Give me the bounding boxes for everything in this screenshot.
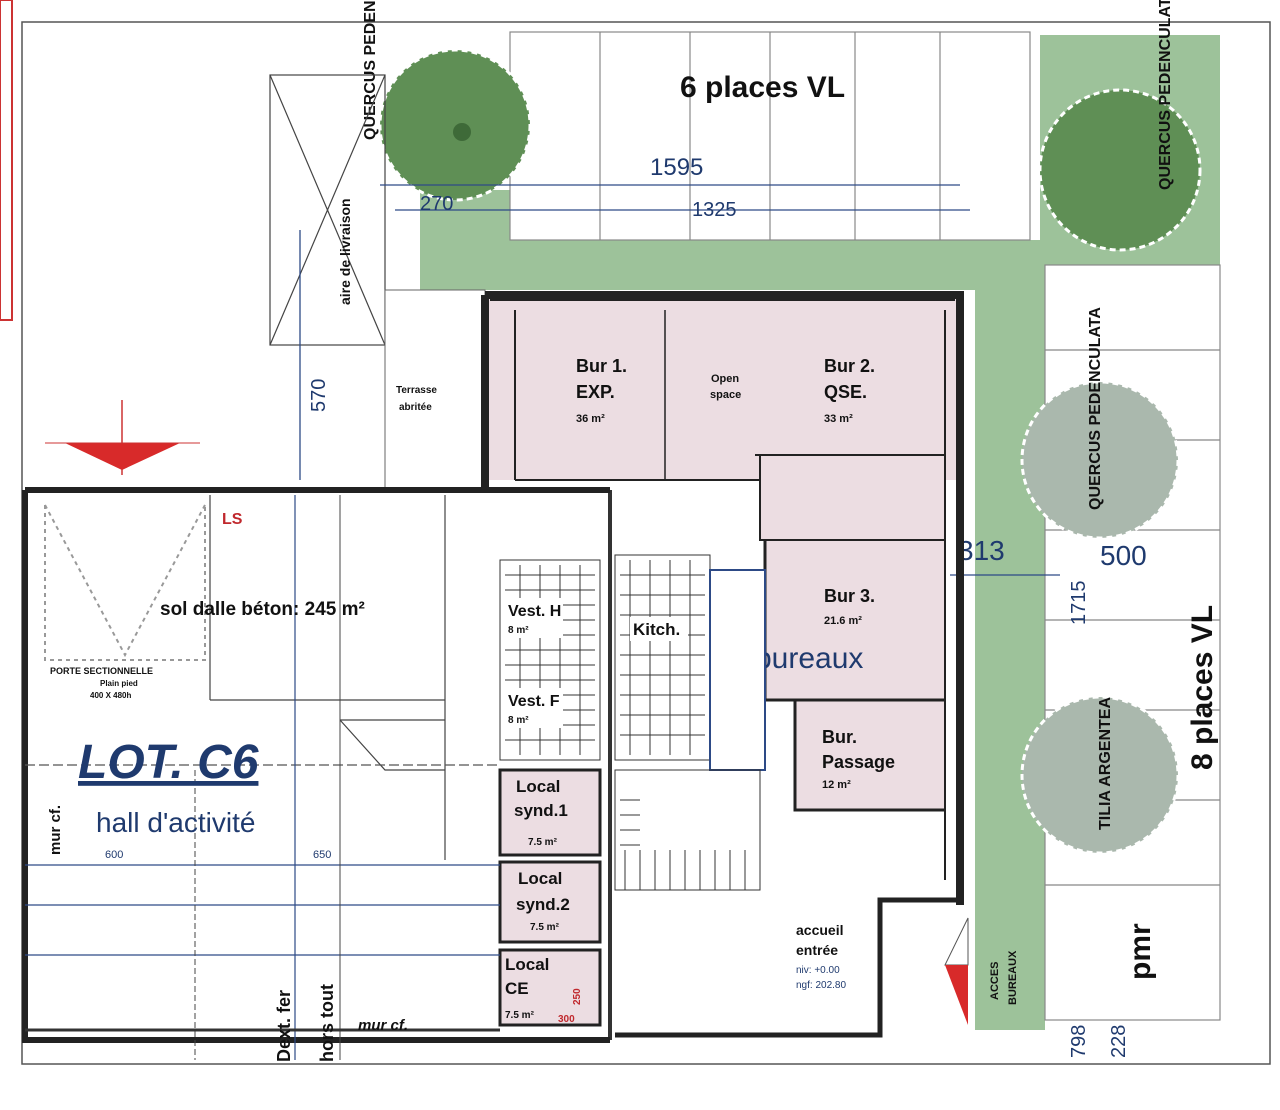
ext-fer-label: Dext. fer bbox=[274, 990, 294, 1062]
delivery-label: aire de livraison bbox=[337, 198, 353, 305]
svg-text:7.5 m²: 7.5 m² bbox=[530, 922, 560, 933]
svg-text:Local: Local bbox=[516, 777, 560, 796]
svg-text:Kitch.: Kitch. bbox=[633, 620, 680, 639]
ls-label: LS bbox=[222, 511, 243, 528]
svg-text:niv: +0.00: niv: +0.00 bbox=[796, 965, 840, 976]
svg-text:7.5 m²: 7.5 m² bbox=[528, 837, 558, 848]
dimension-1325: 1325 bbox=[692, 199, 737, 221]
svg-text:8 m²: 8 m² bbox=[508, 625, 529, 636]
delivery-zone bbox=[269, 74, 386, 346]
svg-text:Bur 1.: Bur 1. bbox=[576, 356, 627, 376]
dimension-228: 228 bbox=[1108, 1025, 1130, 1058]
pmr-label: pmr bbox=[1124, 923, 1157, 980]
lot-title: LOT. C6 bbox=[78, 736, 259, 789]
wall-label: mur cf. bbox=[358, 1017, 408, 1034]
parking-top-label: 6 places VL bbox=[680, 71, 845, 104]
svg-text:ngf: 202.80: ngf: 202.80 bbox=[796, 980, 846, 991]
room-bur-passage: Bur. Passage 12 m² bbox=[822, 727, 895, 791]
door-label: PORTE SECTIONNELLE bbox=[50, 666, 153, 676]
dimension-570: 570 bbox=[308, 379, 330, 412]
dimension-270: 270 bbox=[420, 193, 453, 215]
svg-text:entrée: entrée bbox=[796, 942, 838, 958]
room-open-space: Open space bbox=[710, 373, 741, 401]
terrace-label: Terrasse bbox=[396, 385, 437, 396]
tree-icon bbox=[1038, 88, 1202, 252]
svg-text:Local: Local bbox=[505, 955, 549, 974]
title-block-edge bbox=[0, 0, 13, 321]
svg-text:Vest. F: Vest. F bbox=[508, 693, 560, 710]
svg-text:7.5 m²: 7.5 m² bbox=[505, 1010, 535, 1021]
dimension-500: 500 bbox=[1100, 540, 1147, 571]
svg-text:Vest. H: Vest. H bbox=[508, 603, 561, 620]
svg-text:accueil: accueil bbox=[796, 922, 843, 938]
access-arrow-icon bbox=[944, 917, 969, 1025]
corridor bbox=[709, 569, 766, 771]
staircase bbox=[614, 769, 761, 891]
access-label: ACCES bbox=[989, 961, 1001, 1000]
office-block bbox=[481, 291, 964, 905]
hall-subtitle: hall d'activité bbox=[96, 807, 255, 838]
svg-text:QSE.: QSE. bbox=[824, 382, 867, 402]
svg-text:CE: CE bbox=[505, 979, 529, 998]
tree-label: TILIA ARGENTEA bbox=[1097, 697, 1114, 830]
parking-right-label: 8 places VL bbox=[1186, 605, 1219, 770]
sanitary-block bbox=[499, 490, 711, 1040]
room-bur2: Bur 2. QSE. 33 m² bbox=[824, 356, 875, 425]
reception-area: accueil entrée niv: +0.00 ngf: 202.80 bbox=[615, 897, 960, 1038]
room-bur3: Bur 3. 21.6 m² bbox=[824, 586, 875, 627]
svg-text:space: space bbox=[710, 389, 741, 401]
svg-text:synd.1: synd.1 bbox=[514, 801, 568, 820]
svg-text:Open: Open bbox=[711, 373, 739, 385]
svg-text:EXP.: EXP. bbox=[576, 382, 615, 402]
local-rooms bbox=[498, 768, 602, 1027]
tree-label: QUERCUS PEDENCULATA bbox=[1157, 0, 1174, 190]
door-label: Plain pied bbox=[100, 679, 138, 688]
svg-text:36 m²: 36 m² bbox=[576, 413, 605, 425]
svg-text:synd.2: synd.2 bbox=[516, 895, 570, 914]
bureaux-label: bureaux bbox=[755, 642, 863, 675]
dimension-313: 313 bbox=[958, 535, 1005, 566]
room-kitchen: Kitch. bbox=[630, 617, 688, 641]
tree-icon bbox=[1020, 695, 1180, 855]
svg-text:21.6 m²: 21.6 m² bbox=[824, 615, 862, 627]
wall-label: mur cf. bbox=[47, 805, 64, 855]
door-label: 400 X 480h bbox=[90, 691, 131, 700]
floor-area-label: sol dalle béton: 245 m² bbox=[160, 599, 365, 620]
room-local-synd2: Local synd.2 7.5 m² bbox=[516, 869, 570, 933]
tree-label: QUERCUS PEDENCULATA bbox=[362, 0, 379, 140]
room-vest-f: Vest. F 8 m² bbox=[505, 688, 563, 728]
dimension-798: 798 bbox=[1068, 1025, 1090, 1058]
svg-text:33 m²: 33 m² bbox=[824, 413, 853, 425]
svg-text:Passage: Passage bbox=[822, 752, 895, 772]
svg-text:Bur 2.: Bur 2. bbox=[824, 356, 875, 376]
svg-text:Bur.: Bur. bbox=[822, 727, 857, 747]
dimension-300: 300 bbox=[558, 1014, 575, 1025]
access-label: BUREAUX bbox=[1007, 950, 1019, 1005]
svg-text:Local: Local bbox=[518, 869, 562, 888]
tree-icon bbox=[378, 48, 532, 202]
room-vest-h: Vest. H 8 m² bbox=[505, 598, 563, 638]
dimension-lines bbox=[299, 184, 1060, 576]
tree-label: QUERCUS PEDENCULATA bbox=[1087, 307, 1104, 510]
dimension-1595: 1595 bbox=[650, 154, 703, 181]
terrace-label: abritée bbox=[399, 402, 432, 413]
dimension-650: 650 bbox=[313, 849, 331, 861]
section-marker-icon bbox=[45, 400, 200, 475]
svg-text:Bur 3.: Bur 3. bbox=[824, 586, 875, 606]
svg-text:8 m²: 8 m² bbox=[508, 715, 529, 726]
svg-text:12 m²: 12 m² bbox=[822, 779, 851, 791]
room-local-ce: Local CE 7.5 m² bbox=[505, 955, 549, 1021]
dimension-250: 250 bbox=[572, 988, 583, 1005]
activity-hall bbox=[22, 487, 610, 1060]
room-local-synd1: Local synd.1 7.5 m² bbox=[514, 777, 568, 848]
tree-icon bbox=[1020, 380, 1180, 540]
dimension-1715: 1715 bbox=[1068, 581, 1090, 626]
terrace bbox=[384, 289, 486, 491]
hors-tout-label: hors tout bbox=[317, 984, 337, 1062]
dimension-600: 600 bbox=[105, 849, 123, 861]
room-bur1: Bur 1. EXP. 36 m² bbox=[576, 356, 627, 425]
